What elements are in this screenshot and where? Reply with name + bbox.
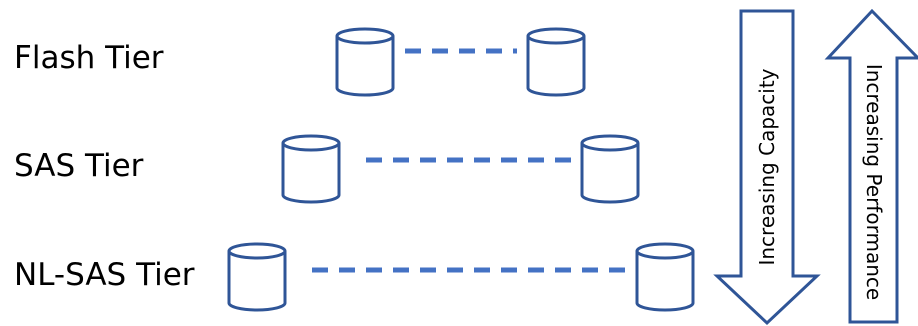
tier-label-sas: SAS Tier bbox=[14, 148, 144, 184]
capacity-arrow-label: Increasing Capacity bbox=[755, 68, 779, 265]
performance-arrow-label: Increasing Performance bbox=[862, 64, 886, 300]
storage-cylinder-icon bbox=[635, 242, 695, 312]
storage-cylinder-icon bbox=[526, 27, 586, 97]
storage-cylinder-icon bbox=[227, 242, 287, 312]
tier-label-flash: Flash Tier bbox=[14, 40, 164, 76]
tier-row-flash bbox=[335, 27, 586, 97]
arrow-up-icon bbox=[824, 8, 918, 324]
storage-cylinder-icon bbox=[281, 134, 341, 204]
tier-label-nl-sas: NL-SAS Tier bbox=[14, 257, 195, 293]
arrow-down-icon bbox=[713, 9, 821, 326]
storage-cylinder-icon bbox=[580, 134, 640, 204]
performance-arrow: Increasing Performance bbox=[824, 8, 918, 324]
capacity-arrow: Increasing Capacity bbox=[713, 9, 821, 326]
tier-row-sas bbox=[281, 134, 640, 204]
storage-cylinder-icon bbox=[335, 27, 395, 97]
tier-row-nl-sas bbox=[227, 242, 695, 312]
